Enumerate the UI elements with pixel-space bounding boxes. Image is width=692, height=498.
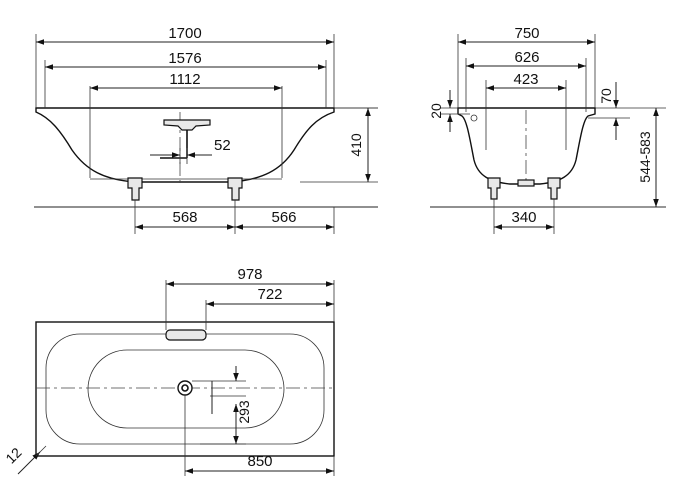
dim-20-label: 20 bbox=[428, 103, 444, 119]
overflow-fitting bbox=[160, 119, 211, 159]
dim-566-label: 566 bbox=[271, 209, 296, 226]
dim-52-label: 52 bbox=[214, 137, 231, 154]
plan-drain-inner bbox=[181, 384, 189, 392]
dim-544-583-label: 544-583 bbox=[637, 131, 653, 183]
dim-12-label: 12 bbox=[2, 444, 24, 466]
end-foot-right bbox=[547, 177, 561, 200]
tub-end-profile bbox=[457, 107, 596, 185]
plan-view: 978 722 293 850 12 bbox=[2, 266, 335, 476]
dim-568-label: 568 bbox=[172, 209, 197, 226]
plan-drain-outer bbox=[177, 380, 193, 396]
end-overflow-circle bbox=[470, 114, 478, 122]
end-foot-left bbox=[487, 177, 501, 200]
tub-side-profile bbox=[35, 107, 335, 183]
dim-293-label: 293 bbox=[236, 400, 252, 424]
foot-right bbox=[227, 177, 243, 201]
dim-1112-label: 1112 bbox=[169, 71, 200, 88]
end-drain-box bbox=[517, 179, 535, 187]
plan-bottom-oval bbox=[87, 349, 285, 429]
end-view: 750 626 423 20 70 544-583 340 bbox=[428, 25, 666, 234]
side-view: 1700 1576 1112 52 410 568 566 bbox=[34, 25, 378, 234]
dim-978-label: 978 bbox=[237, 266, 262, 283]
dim-340-label: 340 bbox=[511, 209, 536, 226]
dim-70-label: 70 bbox=[598, 88, 614, 104]
dim-850-label: 850 bbox=[247, 453, 272, 470]
dim-1576-label: 1576 bbox=[168, 50, 201, 67]
dim-750-label: 750 bbox=[514, 25, 539, 42]
foot-left bbox=[127, 177, 143, 201]
dim-423-label: 423 bbox=[513, 71, 538, 88]
dim-410-label: 410 bbox=[348, 133, 364, 157]
dim-1700-label: 1700 bbox=[168, 25, 201, 42]
plan-overflow bbox=[165, 329, 207, 341]
dim-626-label: 626 bbox=[514, 49, 539, 66]
dim-722-label: 722 bbox=[257, 286, 282, 303]
